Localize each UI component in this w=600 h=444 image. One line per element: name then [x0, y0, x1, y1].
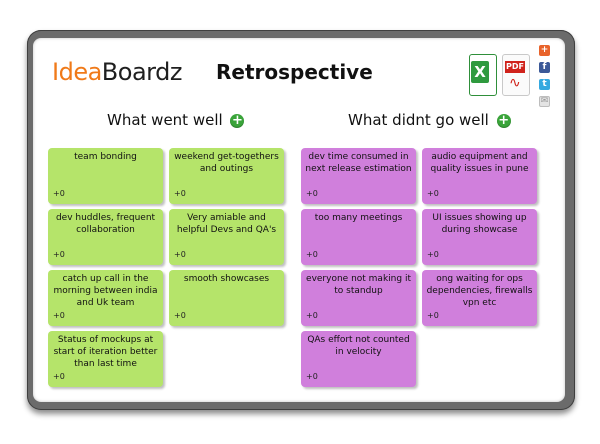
sticky-note[interactable]: QAs effort not counted in velocity +0	[301, 331, 416, 387]
pdf-acrobat-symbol: ∿	[509, 75, 521, 91]
board-title: Retrospective	[216, 60, 373, 84]
note-text: QAs effort not counted in velocity	[307, 335, 410, 357]
excel-letter: X	[471, 61, 489, 83]
vote-count[interactable]: +0	[427, 250, 439, 259]
note-text: weekend get-togethers and outings	[174, 152, 279, 174]
vote-count[interactable]: +0	[53, 250, 65, 259]
add-note-didnt-go-well-icon[interactable]: +	[496, 112, 511, 128]
email-share-icon[interactable]: ✉	[539, 96, 550, 107]
sticky-note[interactable]: audio equipment and quality issues in pu…	[422, 148, 537, 204]
vote-count[interactable]: +0	[427, 311, 439, 320]
facebook-share-icon[interactable]: f	[539, 62, 550, 73]
vote-count[interactable]: +0	[306, 311, 318, 320]
excel-export-icon[interactable]: X	[469, 54, 497, 96]
note-text: everyone not making it to standup	[306, 274, 411, 296]
vote-count[interactable]: +0	[174, 189, 186, 198]
pdf-label: PDF	[505, 61, 525, 73]
note-text: dev huddles, frequent collaboration	[55, 213, 156, 235]
google-plus-share-icon[interactable]: +	[539, 45, 550, 56]
note-text: catch up call in the morning between ind…	[53, 274, 158, 308]
ideaboardz-logo[interactable]: IdeaBoardz	[52, 58, 182, 86]
sticky-note[interactable]: Very amiable and helpful Devs and QA's +…	[169, 209, 284, 265]
vote-count[interactable]: +0	[306, 250, 318, 259]
sticky-note[interactable]: too many meetings +0	[301, 209, 416, 265]
vote-count[interactable]: +0	[53, 311, 65, 320]
column-title: What didnt go well	[348, 111, 489, 129]
note-text: Very amiable and helpful Devs and QA's	[176, 213, 277, 235]
vote-count[interactable]: +0	[306, 189, 318, 198]
sticky-note[interactable]: dev huddles, frequent collaboration +0	[48, 209, 163, 265]
column-title: What went well	[107, 111, 223, 129]
logo-idea-text: Idea	[52, 58, 102, 86]
vote-count[interactable]: +0	[174, 311, 186, 320]
note-text: audio equipment and quality issues in pu…	[430, 152, 529, 174]
vote-count[interactable]: +0	[306, 372, 318, 381]
note-text: ong waiting for ops dependencies, firewa…	[426, 274, 533, 308]
vote-count[interactable]: +0	[53, 372, 65, 381]
logo-boardz-text: Boardz	[101, 58, 183, 86]
note-text: Status of mockups at start of iteration …	[53, 335, 158, 369]
add-note-went-well-icon[interactable]: +	[230, 112, 245, 128]
note-text: dev time consumed in next release estima…	[305, 152, 412, 174]
sticky-note[interactable]: UI issues showing up during showcase +0	[422, 209, 537, 265]
sticky-note[interactable]: Status of mockups at start of iteration …	[48, 331, 163, 387]
note-text: UI issues showing up during showcase	[432, 213, 527, 235]
sticky-note[interactable]: catch up call in the morning between ind…	[48, 270, 163, 326]
twitter-share-icon[interactable]: t	[539, 79, 550, 90]
sticky-note[interactable]: dev time consumed in next release estima…	[301, 148, 416, 204]
sticky-note[interactable]: everyone not making it to standup +0	[301, 270, 416, 326]
column-header-didnt-go-well: What didnt go well +	[348, 111, 511, 129]
note-text: team bonding	[74, 152, 137, 162]
sticky-note[interactable]: ong waiting for ops dependencies, firewa…	[422, 270, 537, 326]
pdf-export-icon[interactable]: PDF ∿	[502, 54, 530, 96]
vote-count[interactable]: +0	[427, 189, 439, 198]
note-text: smooth showcases	[183, 274, 270, 284]
vote-count[interactable]: +0	[174, 250, 186, 259]
column-header-went-well: What went well +	[107, 111, 245, 129]
sticky-note[interactable]: smooth showcases +0	[169, 270, 284, 326]
note-text: too many meetings	[314, 213, 403, 223]
sticky-note[interactable]: weekend get-togethers and outings +0	[169, 148, 284, 204]
sticky-note[interactable]: team bonding +0	[48, 148, 163, 204]
vote-count[interactable]: +0	[53, 189, 65, 198]
